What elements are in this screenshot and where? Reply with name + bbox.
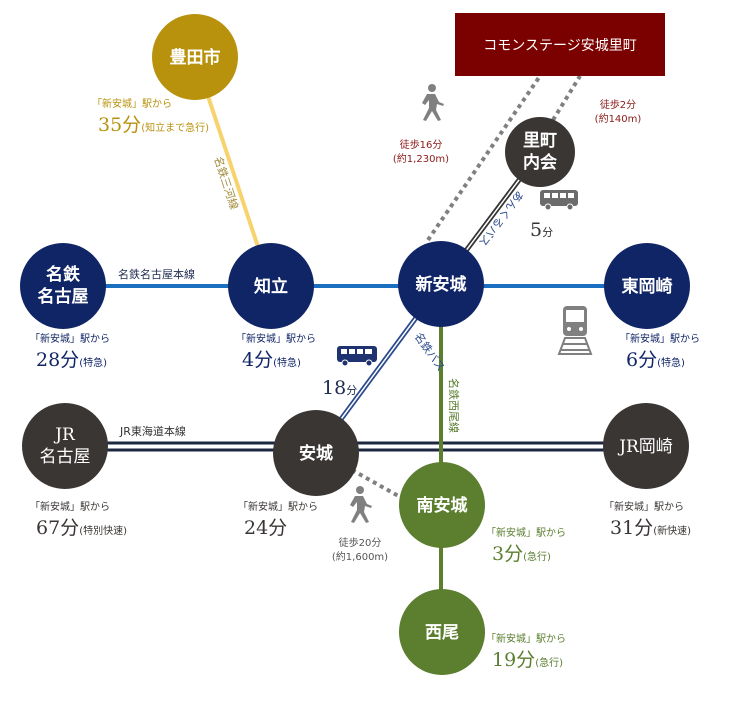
travel-time-anjo: 24分: [244, 517, 287, 539]
svg-text:豊田市: 豊田市: [170, 47, 221, 68]
from-label-meitetsu_nagoya: 「新安城」駅から: [30, 332, 110, 345]
uncle-bus-label: あんくるバス: [476, 188, 526, 248]
travel-time-nishio: 19分(急行): [492, 649, 563, 671]
destination-box: [455, 13, 665, 76]
bus-time-meitetsu: 18分: [322, 377, 357, 399]
tokaido-label: JR東海道本線: [119, 424, 186, 438]
walk-route-minami-anjo: [351, 468, 403, 500]
svg-text:東岡崎: 東岡崎: [622, 276, 673, 297]
station-jr-okazaki[interactable]: JR岡崎: [603, 403, 689, 489]
station-higashi-okazaki[interactable]: 東岡崎: [604, 243, 690, 329]
svg-text:内会: 内会: [523, 152, 557, 173]
svg-text:新安城: 新安城: [416, 274, 467, 295]
travel-time-meitetsu_nagoya: 28分(特急): [36, 349, 107, 371]
svg-text:名鉄: 名鉄: [46, 264, 80, 285]
nishio-line-label: 名鉄西尾線: [447, 378, 461, 433]
travel-time-toyota: 35分(知立まで急行): [98, 114, 209, 136]
walk-time-satomachi: 徒歩2分: [600, 98, 636, 111]
bus-icon: [540, 190, 578, 211]
svg-text:名古屋: 名古屋: [38, 286, 89, 307]
walk-time-minami-anjo: 徒歩20分: [339, 536, 382, 549]
walk-distance-shin-anjo: (約1,230m): [393, 152, 449, 165]
walk-icon: [350, 486, 372, 523]
station-meitetsu-nagoya[interactable]: 名鉄名古屋: [20, 243, 106, 329]
bus-time-uncle: 5分: [530, 219, 553, 241]
svg-text:JR岡崎: JR岡崎: [617, 437, 673, 457]
from-label-toyota: 「新安城」駅から: [92, 97, 172, 110]
svg-text:南安城: 南安城: [417, 495, 468, 516]
svg-text:JR: JR: [53, 425, 76, 445]
travel-time-higashi_okazaki: 6分(特急): [626, 349, 685, 371]
from-label-minami_anjo: 「新安城」駅から: [486, 526, 566, 539]
walk-distance-satomachi: (約140m): [595, 112, 642, 125]
travel-time-minami_anjo: 3分(急行): [492, 543, 551, 565]
svg-text:安城: 安城: [299, 443, 333, 464]
train-icon: [557, 306, 593, 355]
walk-route-satomachi: [551, 74, 582, 122]
walk-distance-minami-anjo: (約1,600m): [332, 550, 388, 563]
from-label-chiryu: 「新安城」駅から: [236, 332, 316, 345]
station-toyota[interactable]: 豊田市: [152, 14, 238, 100]
svg-text:名古屋: 名古屋: [40, 447, 91, 467]
travel-time-chiryu: 4分(特急): [242, 349, 301, 371]
from-label-anjo: 「新安城」駅から: [238, 500, 318, 513]
station-anjo[interactable]: 安城: [273, 410, 359, 496]
svg-text:知立: 知立: [253, 276, 288, 297]
from-label-jr_nagoya: 「新安城」駅から: [30, 500, 110, 513]
travel-time-jr_nagoya: 67分(特別快速): [36, 517, 127, 539]
from-label-nishio: 「新安城」駅から: [486, 632, 566, 645]
walk-icon: [422, 84, 444, 121]
station-minami-anjo[interactable]: 南安城: [399, 462, 485, 548]
walk-time-shin-anjo: 徒歩16分: [400, 138, 443, 151]
station-nishio[interactable]: 西尾: [399, 589, 485, 675]
station-chiryu[interactable]: 知立: [228, 243, 314, 329]
bus-icon: [337, 346, 377, 367]
station-shin-anjo[interactable]: 新安城: [398, 241, 484, 327]
nagoya-honsen-label: 名鉄名古屋本線: [118, 267, 195, 281]
from-label-jr_okazaki: 「新安城」駅から: [604, 500, 684, 513]
svg-text:里町: 里町: [523, 131, 557, 151]
from-label-higashi_okazaki: 「新安城」駅から: [620, 332, 700, 345]
travel-time-jr_okazaki: 31分(新快速): [610, 517, 691, 539]
destination-label: コモンステージ安城里町: [483, 38, 636, 54]
walk-route-shin-anjo: [426, 74, 542, 242]
svg-text:西尾: 西尾: [425, 623, 459, 643]
